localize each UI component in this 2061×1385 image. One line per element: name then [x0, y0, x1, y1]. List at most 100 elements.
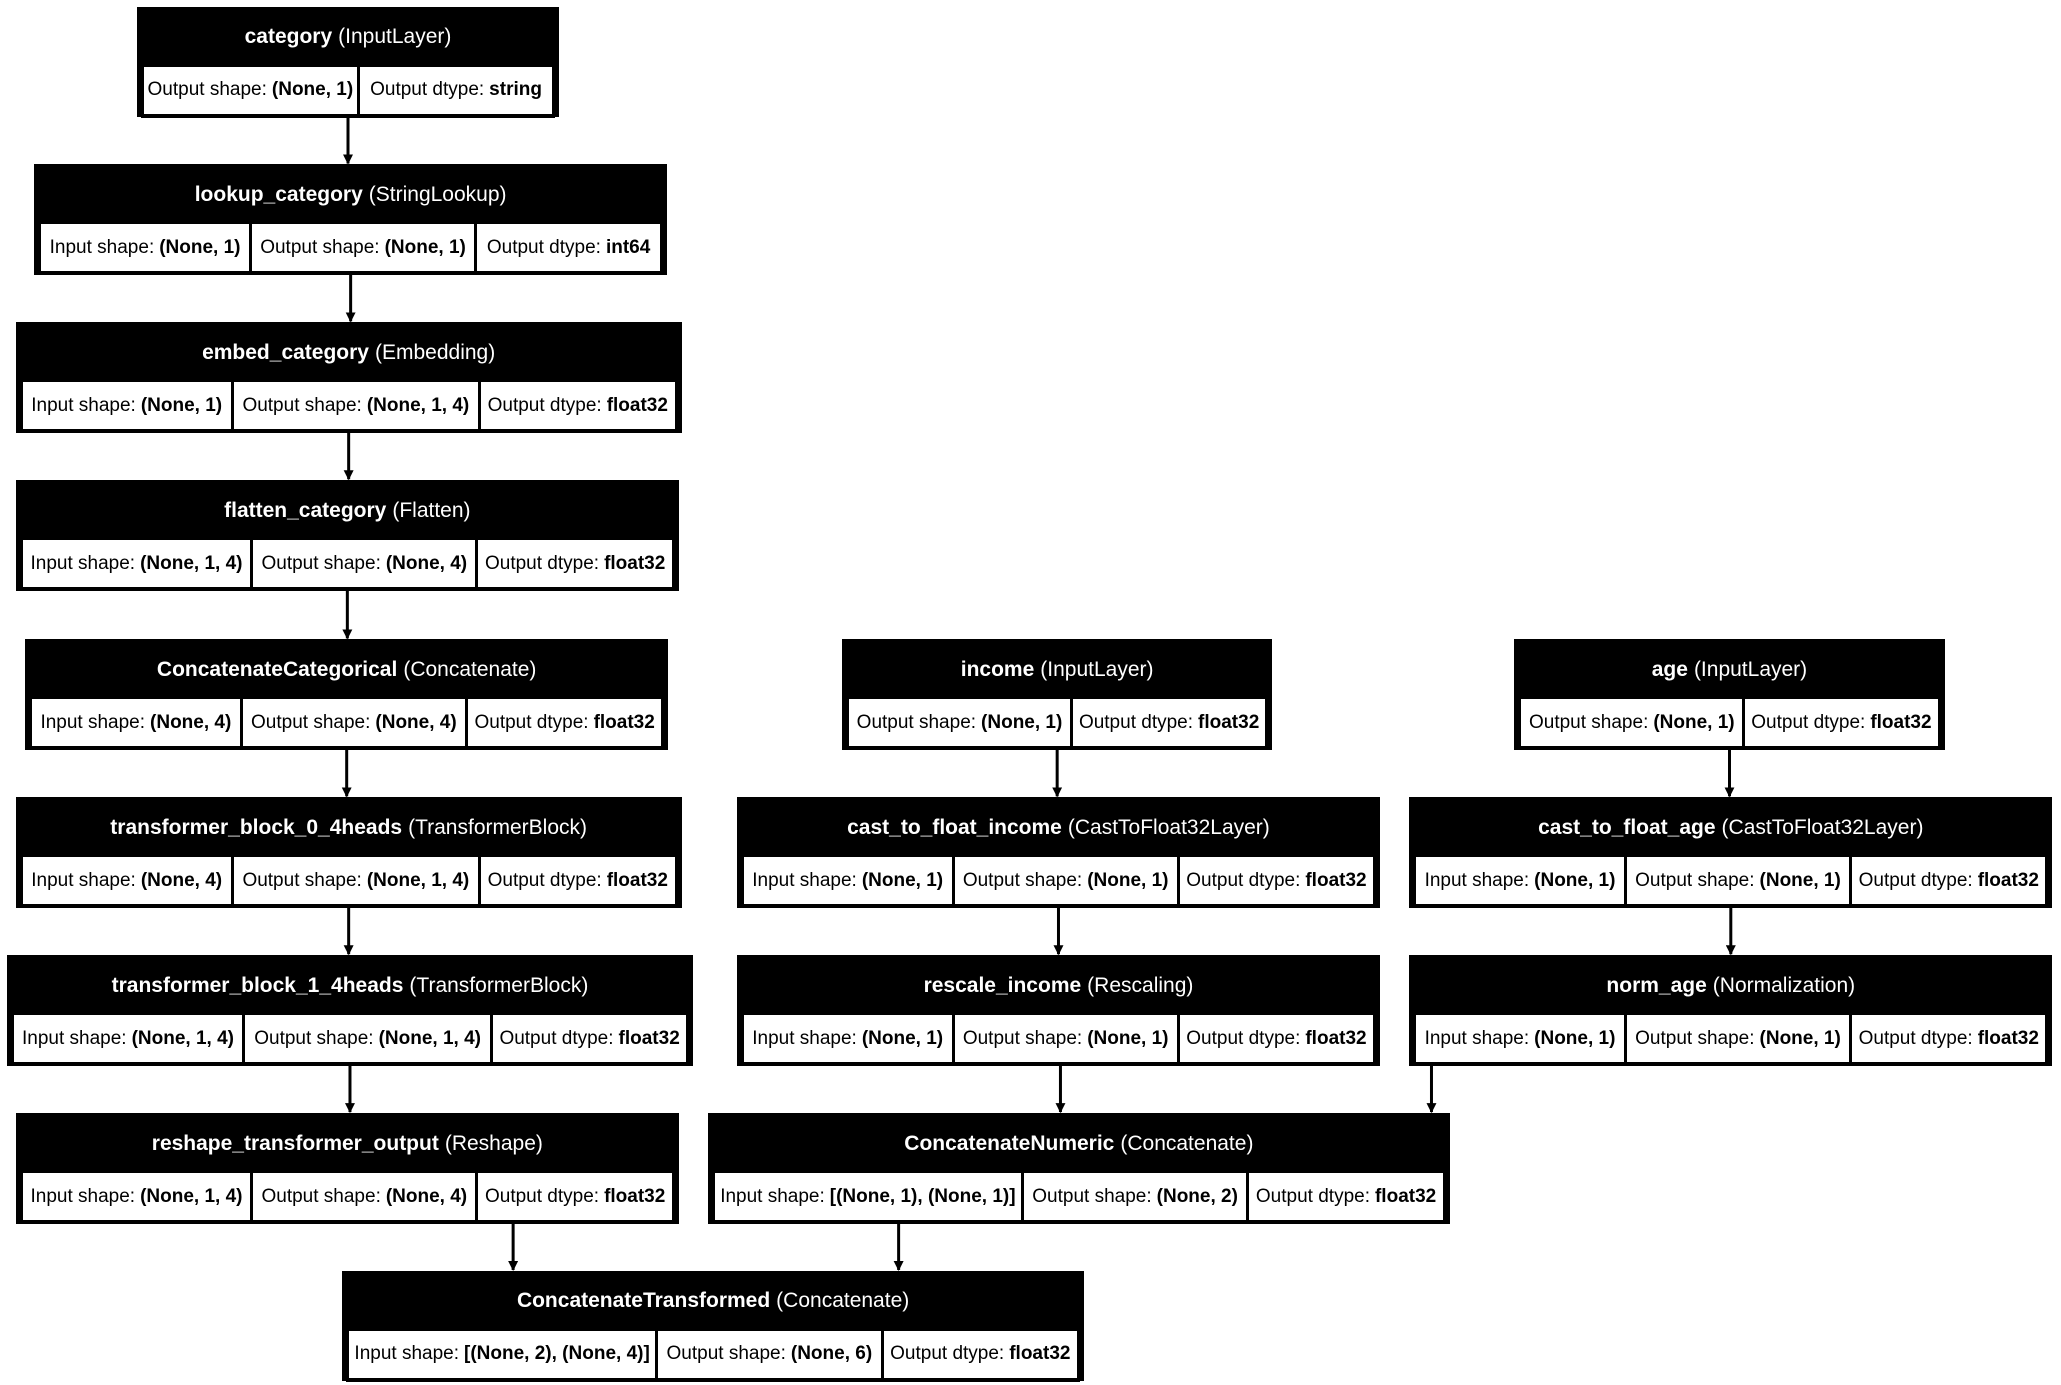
shape-value: (None, 1) — [1759, 869, 1841, 891]
shape-key: Output dtype: — [1186, 869, 1301, 891]
layer-header: reshape_transformer_output(Reshape) — [20, 1117, 675, 1170]
shape-value: (None, 6) — [790, 1343, 873, 1365]
shape-cell: Output dtype:float32 — [478, 540, 672, 588]
shape-value: float32 — [604, 1185, 666, 1207]
shape-key: Output dtype: — [1186, 1027, 1301, 1049]
shape-cell: Output dtype:string — [359, 66, 553, 114]
shape-cell: Output dtype:int64 — [477, 224, 661, 272]
shape-cell: Output shape:(None, 1) — [1521, 699, 1743, 747]
shape-value: float32 — [1374, 1185, 1437, 1207]
shape-cell: Input shape:(None, 1) — [22, 382, 231, 430]
shape-cell: Output dtype:float32 — [481, 857, 675, 905]
shape-key: Input shape: — [40, 711, 146, 733]
shape-key: Output shape: — [261, 552, 381, 574]
shape-key: Input shape: — [1424, 1027, 1530, 1049]
shape-key: Output shape: — [242, 869, 362, 891]
shape-key: Output shape: — [1635, 869, 1755, 891]
layer-type: (CastToFloat32Layer) — [1067, 815, 1270, 839]
shape-cell: Output shape:(None, 6) — [658, 1330, 881, 1378]
shape-value: float32 — [1305, 869, 1367, 891]
layer-name: embed_category — [202, 340, 369, 364]
layer-node-rescale-income: rescale_income(Rescaling)Input shape:(No… — [736, 955, 1381, 1067]
shape-value: [(None, 2), (None, 4)] — [464, 1343, 650, 1365]
shape-cell: Output shape:(None, 1) — [954, 857, 1177, 905]
shape-cell: Output shape:(None, 1) — [1626, 857, 1850, 905]
shape-value: (None, 1, 4) — [378, 1027, 481, 1049]
shape-cell: Output dtype:float32 — [1179, 857, 1374, 905]
layer-node-age: age(InputLayer)Output shape:(None, 1)Out… — [1514, 639, 1945, 751]
shape-key: Input shape: — [30, 1185, 136, 1207]
shape-value: (None, 4) — [375, 711, 457, 733]
shape-value: float32 — [606, 394, 668, 416]
shape-cell: Input shape:(None, 4) — [22, 857, 231, 905]
shape-cell: Output dtype:float32 — [1852, 857, 2046, 905]
shape-key: Output shape: — [251, 711, 371, 733]
layer-header: transformer_block_0_4heads(TransformerBl… — [20, 801, 678, 854]
shape-cell: Input shape:(None, 1) — [1416, 1015, 1624, 1063]
shape-key: Input shape: — [30, 552, 136, 574]
shape-cell: Output dtype:float32 — [883, 1330, 1078, 1378]
shape-cell: Input shape:(None, 1) — [743, 1015, 952, 1063]
shape-key: Output shape: — [261, 1185, 381, 1207]
layer-name: norm_age — [1606, 973, 1707, 997]
shape-value: (None, 1, 4) — [140, 1185, 243, 1207]
layer-node-norm-age: norm_age(Normalization)Input shape:(None… — [1409, 955, 2053, 1067]
shape-value: (None, 4) — [150, 711, 232, 733]
layer-header: cast_to_float_age(CastToFloat32Layer) — [1413, 801, 2048, 854]
shape-key: Output shape: — [1032, 1185, 1152, 1207]
layer-type: (Flatten) — [392, 498, 471, 522]
layer-name: ConcatenateTransformed — [516, 1289, 771, 1313]
shape-cell: Input shape:[(None, 1), (None, 1)] — [714, 1173, 1021, 1221]
shape-value: (None, 1, 4) — [366, 394, 470, 416]
layer-shape-row: Input shape:[(None, 2), (None, 4)] Output… — [346, 1327, 1081, 1382]
layer-header: embed_category(Embedding) — [20, 326, 678, 379]
shape-cell: Output dtype:float32 — [1852, 1015, 2046, 1063]
shape-key: Input shape: — [1424, 869, 1530, 891]
layer-node-concat-categorical: ConcatenateCategorical(Concatenate) Input… — [24, 639, 669, 751]
layer-type: (StringLookup) — [368, 182, 507, 206]
shape-key: Input shape: — [31, 869, 136, 891]
layer-type: (Concatenate) — [776, 1289, 910, 1313]
shape-key: Input shape: — [354, 1343, 460, 1365]
layer-node-flatten-category: flatten_category(Flatten)Input shape:(No… — [15, 480, 679, 592]
shape-key: Input shape: — [752, 1027, 857, 1049]
layer-node-category: category(InputLayer)Output shape:(None, … — [136, 6, 560, 118]
shape-cell: Input shape:(None, 1, 4) — [13, 1015, 243, 1063]
shape-cell: Input shape:(None, 1, 4) — [22, 540, 251, 588]
shape-value: float32 — [1009, 1343, 1071, 1365]
layer-header: lookup_category(StringLookup) — [38, 168, 663, 221]
shape-value: (None, 1) — [861, 1027, 944, 1049]
shape-key: Output dtype: — [484, 552, 600, 574]
layer-node-tb1: transformer_block_1_4heads(TransformerBl… — [6, 955, 694, 1067]
layer-shape-row: Input shape:(None, 1, 4) Output shape: (No… — [19, 1170, 675, 1225]
shape-cell: Output shape:(None, 1) — [251, 224, 475, 272]
layer-type: (TransformerBlock) — [409, 973, 589, 997]
layer-shape-row: Input shape:(None, 1)Output shape:(None,… — [740, 854, 1377, 909]
shape-cell: Input shape:(None, 1, 4) — [22, 1173, 251, 1221]
layer-type: (Embedding) — [374, 340, 496, 364]
shape-cell: Output shape:(None, 1) — [954, 1015, 1177, 1063]
layer-header: ConcatenateCategorical(Concatenate) — [29, 643, 664, 696]
shape-key: Output shape: — [254, 1027, 374, 1049]
layer-shape-row: Input shape:[(None, 1), (None, 1)] Output… — [711, 1170, 1446, 1225]
layer-name: cast_to_float_income — [847, 815, 1062, 839]
shape-key: Output dtype: — [1078, 711, 1194, 733]
shape-cell: Output shape:(None, 1) — [849, 699, 1070, 747]
shape-cell: Output shape:(None, 1) — [143, 66, 357, 114]
layer-header: category(InputLayer) — [141, 11, 555, 64]
layer-shape-row: Input shape:(None, 1)Output shape:(None,… — [1413, 1012, 2049, 1067]
layer-shape-row: Input shape:(None, 1)Output shape:(None,… — [1413, 854, 2049, 909]
shape-cell: Output dtype:float32 — [1072, 699, 1266, 747]
shape-value: (None, 1, 4) — [140, 552, 243, 574]
shape-value: float32 — [593, 711, 655, 733]
shape-value: float32 — [606, 869, 668, 891]
shape-value: (None, 1) — [1534, 1027, 1616, 1049]
layer-shape-row: Input shape:(None, 1)Output shape:(None,… — [19, 379, 678, 434]
shape-value: (None, 1) — [384, 236, 466, 258]
shape-cell: Output dtype:float32 — [1179, 1015, 1374, 1063]
shape-value: int64 — [605, 236, 651, 258]
shape-cell: Output dtype:float32 — [467, 699, 662, 747]
shape-cell: Input shape:(None, 1) — [1416, 857, 1624, 905]
layer-shape-row: Output shape:(None, 1)Output dtype:float… — [846, 696, 1269, 751]
